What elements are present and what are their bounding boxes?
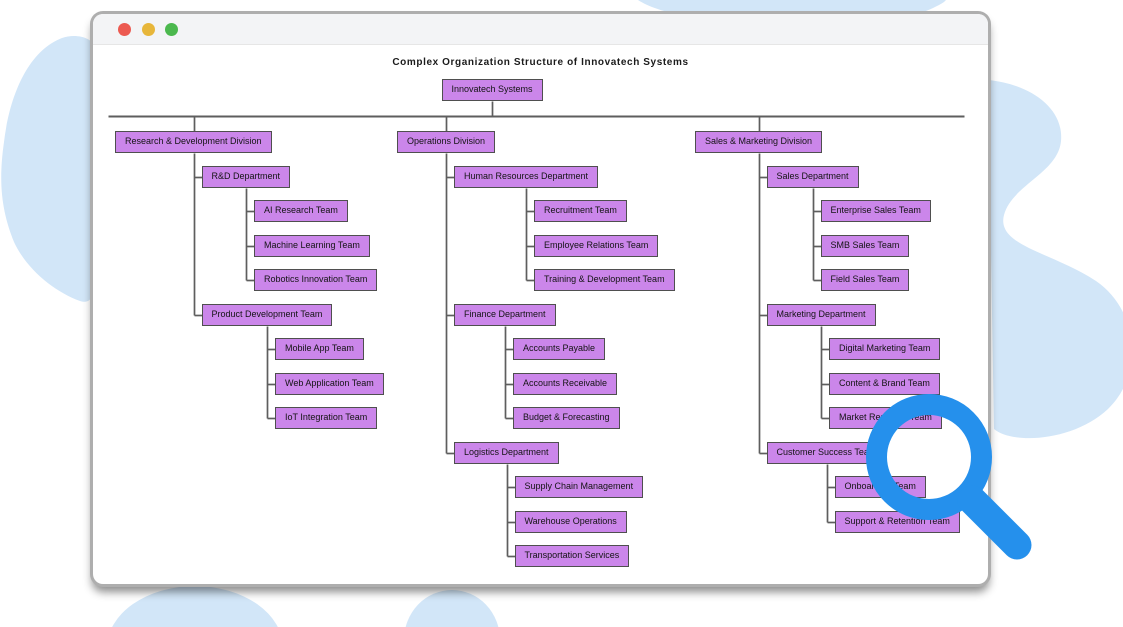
org-node: Mobile App Team xyxy=(275,338,364,360)
org-chart: Complex Organization Structure of Innova… xyxy=(93,46,988,583)
org-node: Onboarding Team xyxy=(834,476,926,498)
org-node: Logistics Department xyxy=(454,441,559,464)
org-node: R&D Department xyxy=(201,165,291,188)
window-titlebar xyxy=(93,14,988,45)
org-node: Innovatech Systems xyxy=(441,79,543,101)
chart-title: Complex Organization Structure of Innova… xyxy=(392,57,689,68)
org-node: Finance Department xyxy=(454,303,556,326)
minimize-button-icon[interactable] xyxy=(141,22,155,36)
org-node: Employee Relations Team xyxy=(534,234,659,257)
org-node: Digital Marketing Team xyxy=(829,338,941,360)
background-blob-right xyxy=(988,80,1123,439)
org-node: Accounts Receivable xyxy=(513,372,618,395)
org-node: Sales & Marketing Division xyxy=(695,131,823,153)
org-node: IoT Integration Team xyxy=(275,407,378,429)
org-node: Support & Retention Team xyxy=(834,510,960,533)
org-node: Enterprise Sales Team xyxy=(820,200,931,222)
org-node: Customer Success Team xyxy=(766,441,887,464)
org-node: Human Resources Department xyxy=(454,165,599,188)
org-node: Content & Brand Team xyxy=(829,372,940,395)
org-node: Warehouse Operations xyxy=(514,510,627,533)
org-node: Marketing Department xyxy=(766,303,876,326)
org-node: Robotics Innovation Team xyxy=(254,269,378,291)
org-node: Machine Learning Team xyxy=(254,234,370,257)
background-blob-bottom-center xyxy=(405,590,499,627)
org-node: Accounts Payable xyxy=(513,338,606,360)
org-node: Product Development Team xyxy=(201,303,333,326)
org-node: Sales Department xyxy=(766,165,859,188)
org-node: Recruitment Team xyxy=(534,200,627,222)
background-blob-left xyxy=(1,35,93,302)
org-node: Operations Division xyxy=(397,131,496,153)
org-node: Research & Development Division xyxy=(115,131,272,153)
org-node: Supply Chain Management xyxy=(514,476,644,498)
org-node: SMB Sales Team xyxy=(820,234,910,257)
app-window: Complex Organization Structure of Innova… xyxy=(93,14,988,584)
org-node: Budget & Forecasting xyxy=(513,407,620,429)
org-node: AI Research Team xyxy=(254,200,348,222)
org-node: Transportation Services xyxy=(514,545,630,567)
zoom-button-icon[interactable] xyxy=(165,22,178,36)
org-node: Field Sales Team xyxy=(820,269,910,291)
org-node: Training & Development Team xyxy=(534,269,675,291)
org-node: Web Application Team xyxy=(275,372,384,395)
connector-lines xyxy=(108,101,965,558)
org-node: Market Research Team xyxy=(829,407,942,429)
background-blob-bottom-left xyxy=(107,586,283,627)
close-button-icon[interactable] xyxy=(118,22,131,36)
